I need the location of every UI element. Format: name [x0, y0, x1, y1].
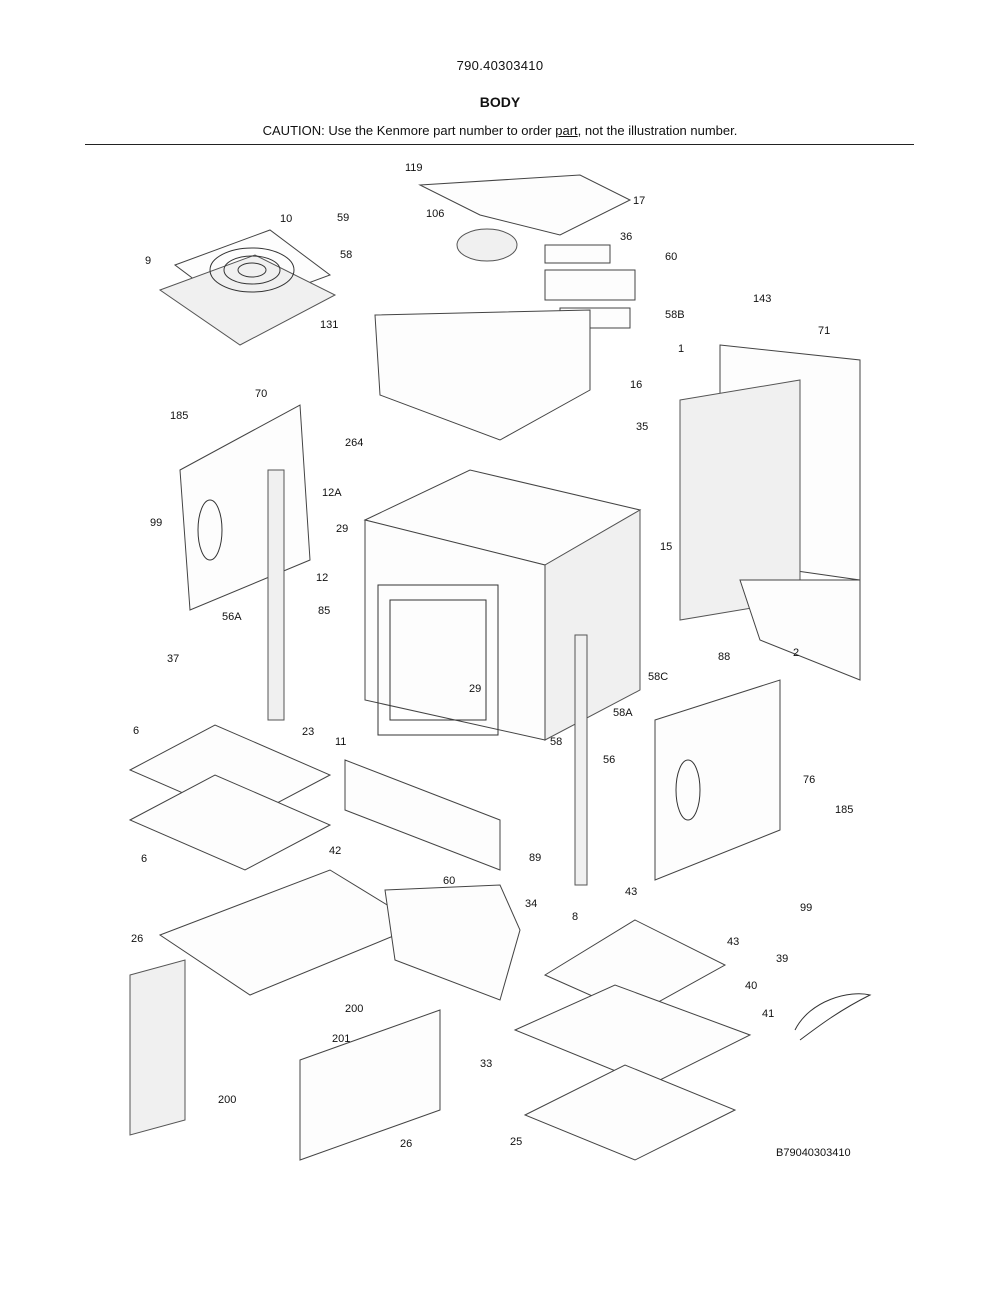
callout-label: 34 [525, 898, 537, 910]
callout-label: 143 [753, 293, 771, 305]
callout-label: 41 [762, 1008, 774, 1020]
callout-label: 60 [665, 251, 677, 263]
oven-rack-part [128, 724, 332, 871]
callout-label: 23 [302, 726, 314, 738]
callout-label: 42 [329, 845, 341, 857]
callout-label: 15 [660, 541, 672, 553]
side-panel-left-part [179, 404, 311, 721]
diagram-id: B79040303410 [776, 1147, 851, 1159]
caution-note: CAUTION: Use the Kenmore part number to … [0, 123, 1000, 138]
callout-label: 12 [316, 572, 328, 584]
callout-label: 70 [255, 388, 267, 400]
model-number: 790.40303410 [456, 58, 544, 73]
callout-label: 9 [145, 255, 151, 267]
broiler-pan-part [513, 919, 752, 1161]
callout-label: 25 [510, 1136, 522, 1148]
callout-label: 185 [170, 410, 188, 422]
caution-text-end: , not the illustration number. [577, 123, 738, 138]
callout-label: 6 [133, 725, 139, 737]
callout-label: 11 [335, 736, 346, 748]
header-rule [85, 144, 914, 145]
callout-label: 88 [718, 651, 730, 663]
callout-label: 26 [400, 1138, 412, 1150]
callout-label: 33 [480, 1058, 492, 1070]
callout-label: 6 [141, 853, 147, 865]
side-panel-right-part [574, 634, 781, 886]
callout-label: 10 [280, 213, 292, 225]
callout-label: 71 [818, 325, 830, 337]
callout-label: 60 [443, 875, 455, 887]
callout-label: 8 [572, 911, 578, 923]
callout-label: 99 [150, 517, 162, 529]
oven-body-part [363, 469, 642, 741]
callout-label: 36 [620, 231, 632, 243]
callout-label: 37 [167, 653, 179, 665]
caution-text: CAUTION: Use the Kenmore part number to … [262, 123, 556, 138]
callout-label: 2 [793, 647, 799, 659]
callout-label: 35 [636, 421, 648, 433]
callout-label: 106 [426, 208, 444, 220]
callout-label: 26 [131, 933, 143, 945]
lower-frame-part [129, 759, 521, 1161]
callout-label: 12A [322, 487, 342, 499]
callout-label: 58 [550, 736, 562, 748]
callout-label: 264 [345, 437, 363, 449]
callout-label: 43 [727, 936, 739, 948]
callout-label: 200 [345, 1003, 363, 1015]
callout-label: 16 [630, 379, 642, 391]
callout-labels: 119 17 10 59 106 36 9 58 60 131 58B 143 … [131, 162, 853, 1150]
callout-label: 185 [835, 804, 853, 816]
callout-label: 29 [469, 683, 481, 695]
callout-label: 58B [665, 309, 685, 321]
callout-label: 39 [776, 953, 788, 965]
callout-label: 29 [336, 523, 348, 535]
section-title: BODY [479, 94, 521, 110]
callout-label: 76 [803, 774, 815, 786]
callout-label: 99 [800, 902, 812, 914]
callout-label: 58 [340, 249, 352, 261]
callout-label: 201 [332, 1033, 350, 1045]
callout-label: 89 [529, 852, 541, 864]
callout-label: 58A [613, 707, 633, 719]
callout-label: 56A [222, 611, 242, 623]
callout-label: 17 [633, 195, 645, 207]
callout-label: 85 [318, 605, 330, 617]
callout-label: 1 [678, 343, 684, 355]
rear-panel-part [679, 344, 861, 681]
callout-label: 56 [603, 754, 615, 766]
callout-label: 200 [218, 1094, 236, 1106]
callout-label: 119 [405, 162, 423, 174]
callout-label: 40 [745, 980, 757, 992]
caution-part-word: part [555, 123, 578, 138]
burner-assembly-part [374, 174, 636, 441]
callout-label: 58C [648, 671, 668, 683]
callout-label: 43 [625, 886, 637, 898]
cooktop-burner-part [158, 229, 337, 346]
power-cord-part [794, 993, 872, 1041]
callout-label: 131 [320, 319, 338, 331]
callout-label: 59 [337, 212, 349, 224]
